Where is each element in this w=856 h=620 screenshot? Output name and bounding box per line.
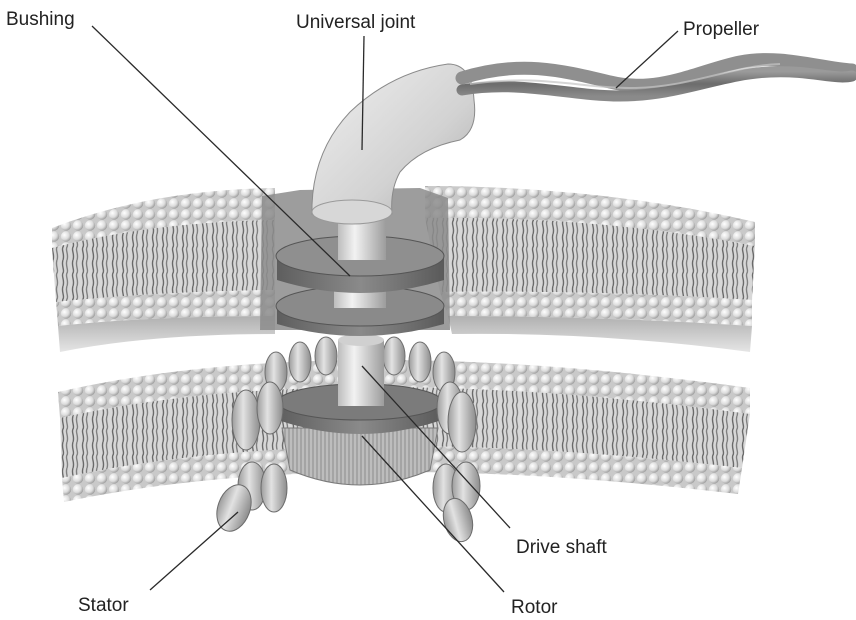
propeller-label: Propeller: [683, 20, 759, 39]
bushing-label: Bushing: [6, 10, 75, 29]
rotor-label: Rotor: [511, 598, 557, 617]
drive-shaft-lower: [338, 340, 384, 406]
stator-leader-line: [150, 512, 238, 590]
propeller-filament: [462, 60, 852, 96]
drive-shaft-label: Drive shaft: [516, 538, 607, 557]
universal-joint-label: Universal joint: [296, 13, 415, 32]
stator-label: Stator: [78, 596, 129, 615]
rotor-ridges: [282, 428, 438, 485]
